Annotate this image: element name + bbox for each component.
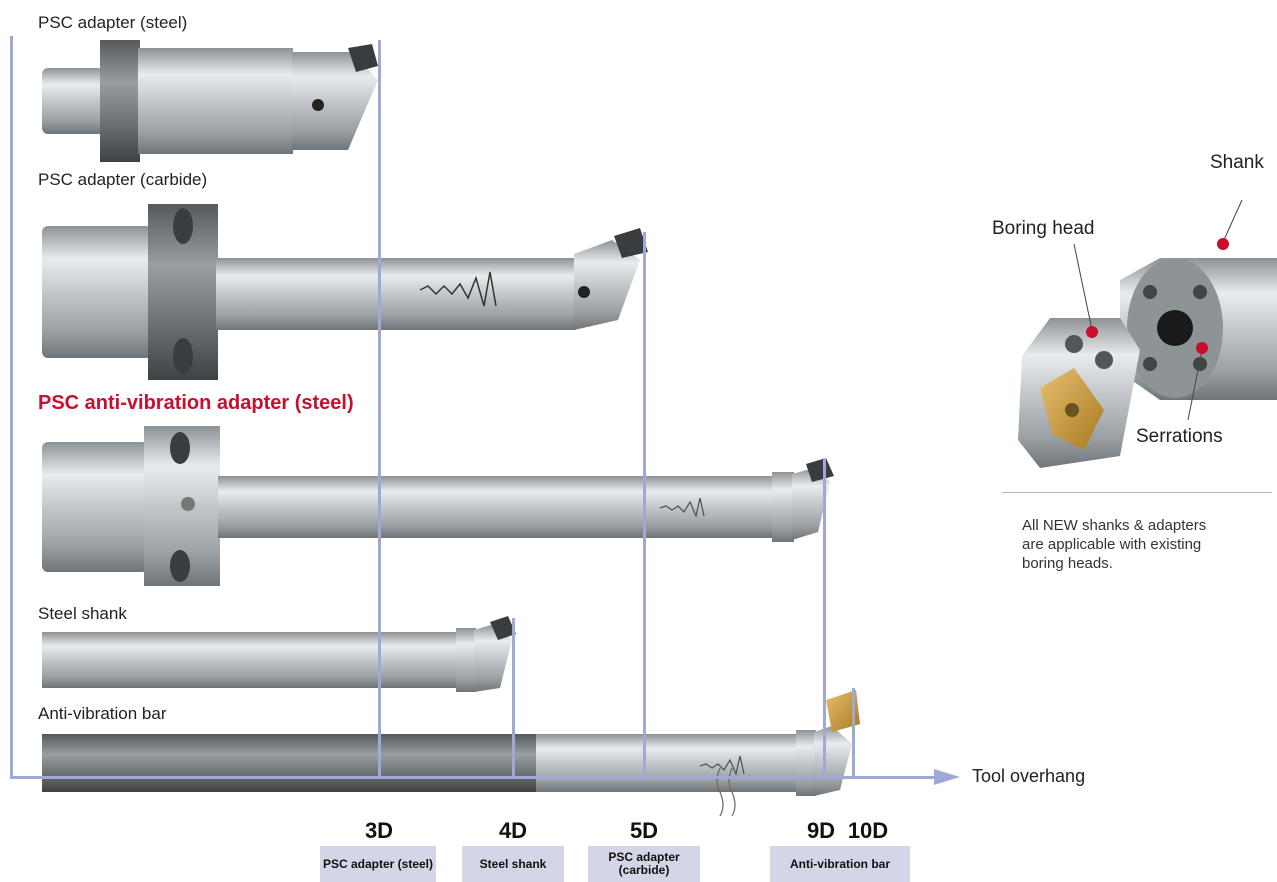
tick-line-10d [852,688,855,778]
category-box-3d: PSC adapter (steel) [320,846,436,882]
tick-line-9d [823,458,826,778]
tick-line-5d [643,232,646,778]
axis-break-icon [716,767,736,817]
note-divider [1002,492,1272,493]
axis-title: Tool overhang [972,766,1086,786]
tick-label-4d: 4D [498,818,528,843]
axis-arrow-icon [934,769,960,785]
compatibility-note: All NEW shanks & adapters are applicable… [1022,517,1207,572]
tick-label-3d: 3D [364,818,394,843]
tool-image-antivib-bar [42,690,860,796]
tick-line-4d [512,618,515,778]
category-box-5d: PSC adapter (carbide) [588,846,700,882]
tool-label-carbide-adapter: PSC adapter (carbide) [38,170,208,189]
callout-boring-head: Boring head [992,218,1095,239]
exploded-view [1018,199,1277,468]
tool-image-steel-adapter [42,40,378,162]
callout-serrations: Serrations [1136,426,1223,447]
tool-label-steel-shank: Steel shank [38,604,127,623]
tool-label-antivib-adapter: PSC anti-vibration adapter (steel) [38,392,354,414]
tick-label-5d: 5D [629,818,659,843]
tool-label-antivib-bar: Anti-vibration bar [38,704,167,723]
tool-image-antivib-adapter [42,426,834,586]
category-box-4d: Steel shank [462,846,564,882]
tool-image-steel-shank [42,616,516,692]
tool-label-steel-adapter: PSC adapter (steel) [38,13,188,32]
tick-label-9d: 9D [806,818,836,843]
category-box-9d: Anti-vibration bar [770,846,910,882]
tick-line-3d [378,40,381,778]
tool-image-carbide-adapter [42,204,648,380]
horizontal-axis [10,776,936,779]
tick-label-10d: 10D [847,818,889,843]
callout-shank: Shank [1210,152,1264,173]
vertical-axis [10,36,13,778]
